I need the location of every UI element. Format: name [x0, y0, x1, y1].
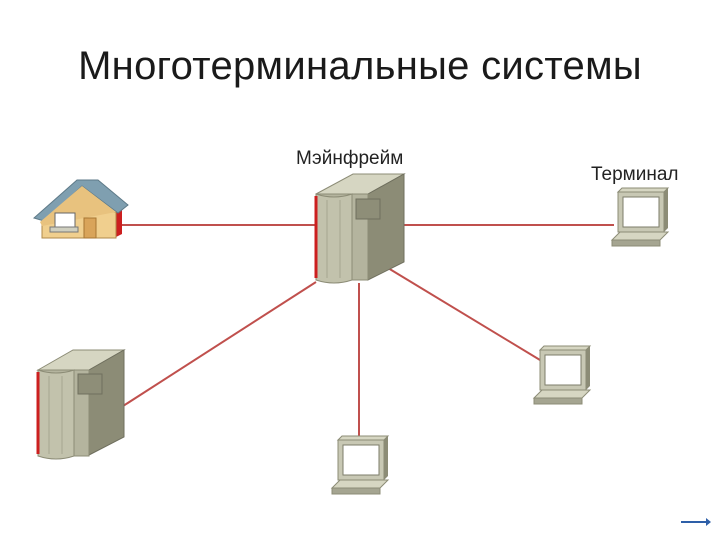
remote-office-icon: [32, 179, 129, 239]
terminal-label: Терминал: [591, 164, 679, 185]
mainframe-icon: [314, 173, 406, 284]
terminal-icon: [532, 345, 592, 405]
remote-mainframe-icon: [36, 349, 126, 460]
terminal-icon: [610, 187, 670, 247]
connection-lines: [119, 224, 614, 436]
link-remote-mainframe: [119, 281, 317, 409]
slide-title: Многотерминальные системы: [78, 44, 642, 88]
nav-arrow-icon[interactable]: [680, 516, 712, 528]
link-terminal-mid: [387, 267, 541, 361]
terminal-icon: [330, 435, 390, 495]
mainframe-label: Мэйнфрейм: [296, 148, 404, 169]
